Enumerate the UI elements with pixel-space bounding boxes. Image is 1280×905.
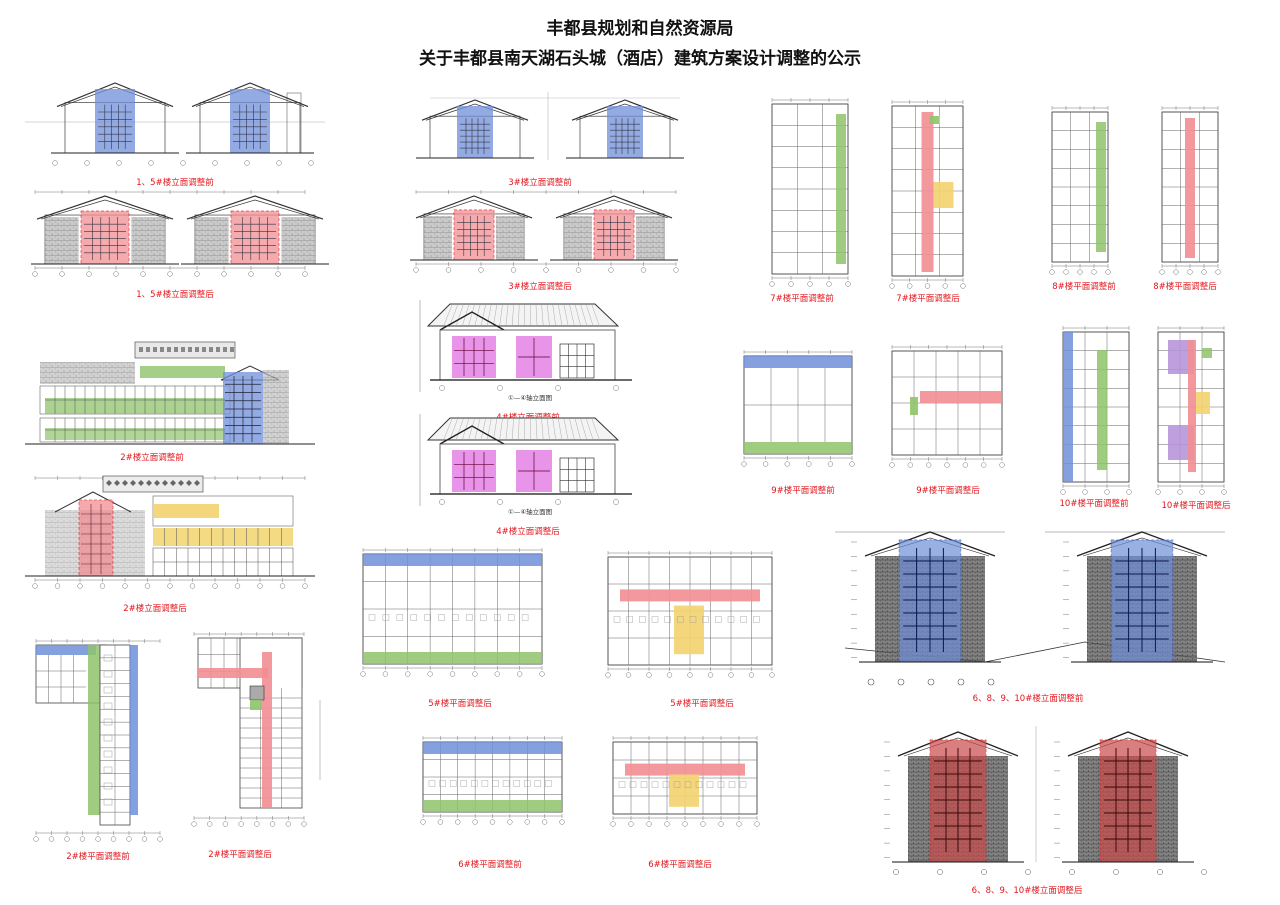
elev-b4-after: ①—④轴立面图 [400,414,660,524]
elev-b4-before-drawing: ①—④轴立面图 [419,300,632,402]
plan-b9-before [710,340,860,475]
elev-b3-after [410,190,685,282]
caption-b6891-before: 6、8、9、10#楼立面调整前 [972,694,1084,704]
plan-b10-after-drawing [1155,326,1227,495]
plan-b5-after-drawing [605,551,775,678]
plan-b5-before-drawing [360,548,545,677]
caption-b3-before: 3#楼立面调整前 [508,178,572,188]
caption-b10-plan-after: 10#楼平面调整后 [1161,501,1231,511]
elev-b4-before-axis-label: ①—④轴立面图 [508,393,552,402]
caption-b9-plan-after: 9#楼平面调整后 [916,486,980,496]
plan-b7-after [880,92,975,292]
plan-b5-after [590,543,790,691]
plan-b2-before-drawing [33,639,163,842]
plan-b7-before-drawing [769,98,851,287]
elev-b2-before-drawing [25,341,315,445]
caption-b10-plan-before: 10#楼平面调整前 [1059,499,1129,509]
elev-b2-after-drawing [25,475,315,589]
caption-b15-after: 1、5#楼立面调整后 [136,290,214,300]
caption-b2-elev-before: 2#楼立面调整前 [120,453,184,463]
caption-b9-plan-before: 9#楼平面调整前 [771,486,835,496]
elev-b3-before [416,88,690,178]
caption-b4-after: 4#楼立面调整后 [496,527,560,537]
elev-b15-after-drawing [31,190,329,277]
header-title-line2: 关于丰都县南天湖石头城（酒店）建筑方案设计调整的公示 [419,49,861,69]
caption-b8-plan-after: 8#楼平面调整后 [1153,282,1217,292]
elev-b4-before: ①—④轴立面图 [400,300,660,410]
caption-b7-plan-before: 7#楼平面调整前 [770,294,834,304]
caption-b7-plan-after: 7#楼平面调整后 [896,294,960,304]
plan-b8-after-drawing [1159,106,1221,275]
plan-b8-before-drawing [1049,106,1111,275]
plan-b2-after [180,630,330,840]
caption-b5-plan-before: 5#楼平面调整后 [428,699,492,709]
elev-b6891-after-drawing [884,726,1207,875]
plan-b10-before-drawing [1060,326,1132,495]
plan-b7-after-drawing [889,100,966,289]
plan-b8-after [1150,98,1230,278]
plan-b9-after-drawing [889,345,1005,468]
caption-b3-after: 3#楼立面调整后 [508,282,572,292]
caption-b15-before: 1、5#楼立面调整前 [136,178,214,188]
elev-b15-before-drawing [25,82,325,166]
plan-b2-before [22,615,172,845]
plan-b5-before [345,540,560,690]
elev-b6891-before [825,522,1235,692]
elev-b6891-after [866,722,1236,882]
caption-b8-plan-before: 8#楼平面调整前 [1052,282,1116,292]
caption-b2-elev-after: 2#楼立面调整后 [123,604,187,614]
plan-b9-after [870,335,1020,475]
elev-b2-after [25,470,325,600]
plan-b6-after [595,728,775,840]
caption-b6-plan-after: 6#楼平面调整后 [648,860,712,870]
elev-b15-before [25,75,325,175]
plan-b2-after-drawing [191,632,321,827]
plan-b8-before [1040,98,1120,278]
elev-b2-before [25,340,325,450]
plan-b6-before-drawing [420,736,565,825]
plan-b6-after-drawing [610,736,760,827]
caption-b2-plan-before: 2#楼平面调整前 [66,852,130,862]
plan-b6-before [405,728,580,838]
plan-b7-before [760,90,860,290]
elev-b3-before-drawing [416,92,684,160]
caption-b6891-after: 6、8、9、10#楼立面调整后 [971,886,1083,896]
elev-b15-after [25,188,329,286]
elev-b4-after-axis-label: ①—④轴立面图 [508,507,552,516]
plan-b9-before-drawing [741,350,855,467]
elev-b6891-before-drawing [835,531,1226,686]
header-title-line1: 丰都县规划和自然资源局 [546,19,734,39]
elev-b3-after-drawing [410,190,679,273]
elev-b4-after-drawing: ①—④轴立面图 [419,414,632,516]
plan-b10-after [1150,320,1235,500]
caption-b6-plan-before: 6#楼平面调整前 [458,860,522,870]
caption-b5-plan-after: 5#楼平面调整后 [670,699,734,709]
caption-b2-plan-after: 2#楼平面调整后 [208,850,272,860]
plan-b10-before [1055,310,1140,495]
